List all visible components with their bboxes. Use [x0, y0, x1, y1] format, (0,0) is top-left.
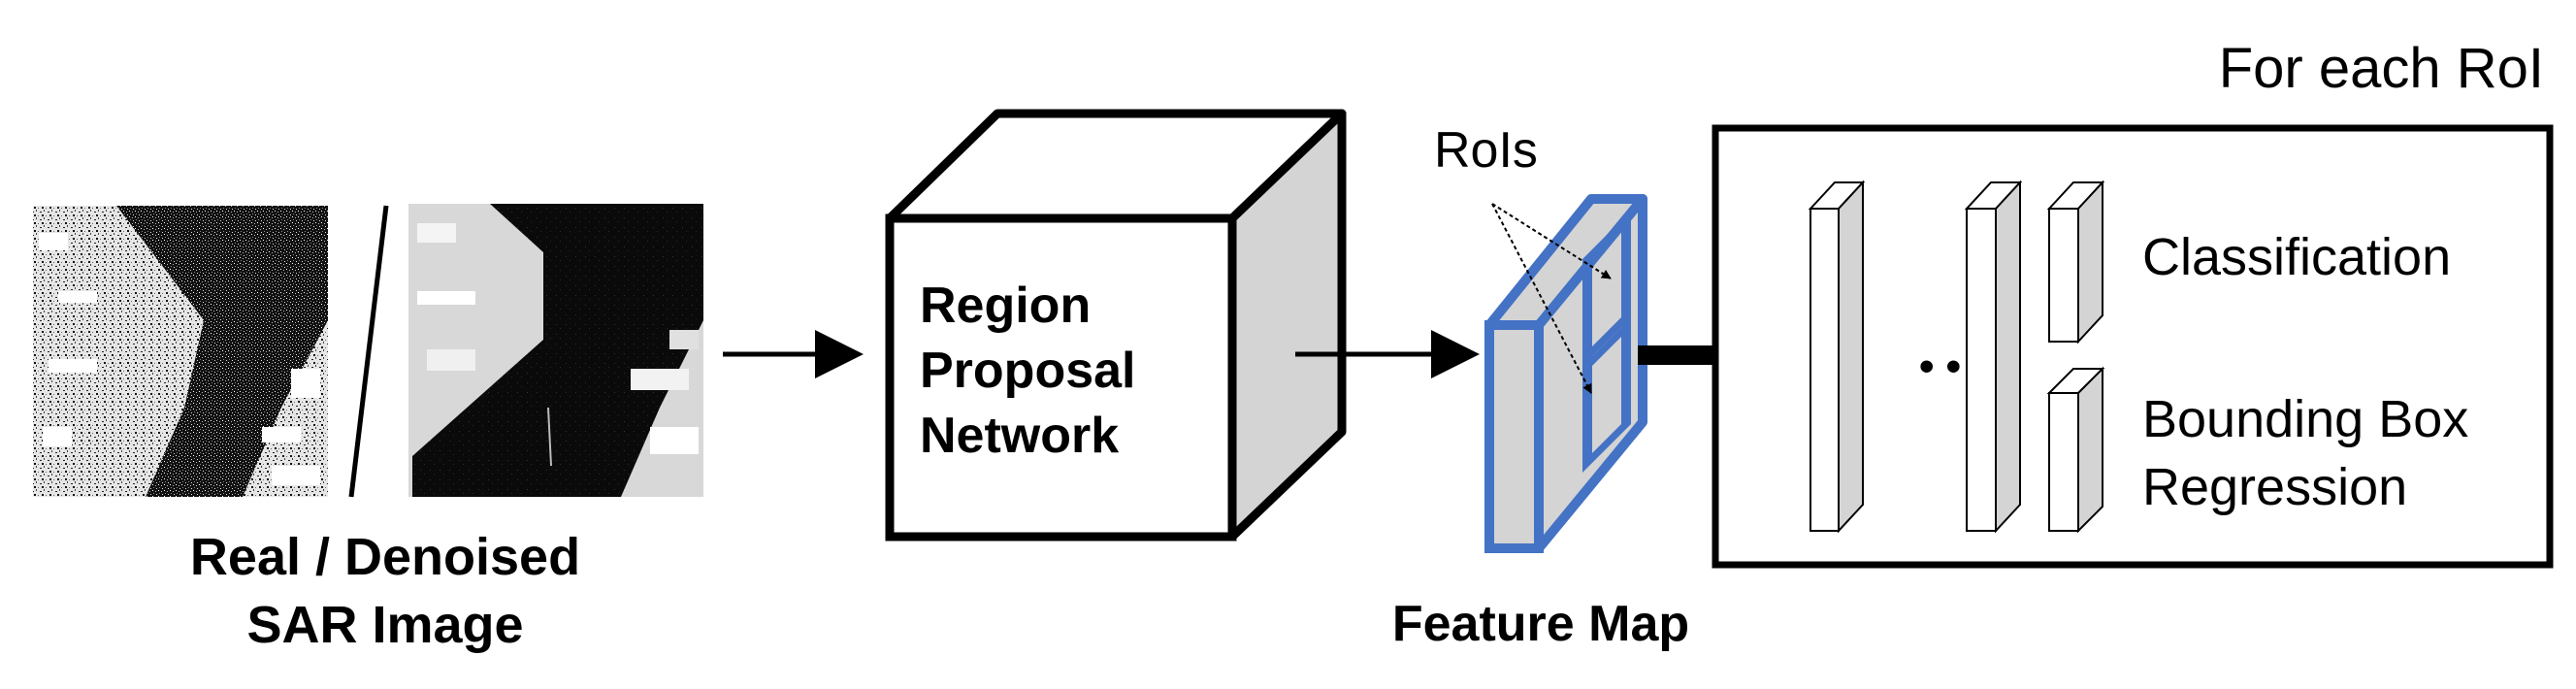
output-classification: Classification [2142, 228, 2451, 286]
rpn-label-line3: Network [920, 408, 1119, 464]
rois-pointer-lower [1491, 203, 1592, 394]
sar-image-denoised [408, 204, 703, 497]
bbox-regressor-layer [2046, 366, 2105, 534]
rois-label: RoIs [1434, 122, 1538, 179]
feature-map [1484, 194, 1647, 553]
fc-layer-2 [1964, 180, 2023, 534]
roi-box-lower [1582, 308, 1631, 474]
feature-map-caption: Feature Map [1392, 596, 1689, 652]
rpn-cube [885, 109, 1347, 541]
slash-divider [348, 205, 389, 498]
roi-box-upper [1582, 211, 1631, 377]
fc-layer-1 [1808, 180, 1866, 534]
output-bbox-line1: Bounding Box [2142, 390, 2468, 448]
output-bbox-line2: Regression [2142, 458, 2407, 516]
rois-pointer-upper [1491, 203, 1612, 279]
sar-caption-line1: Real / Denoised [190, 528, 580, 586]
head-title: For each RoI [2219, 37, 2544, 100]
sar-image-real [33, 206, 328, 497]
rpn-label-line2: Proposal [920, 343, 1136, 399]
classifier-layer [2046, 180, 2105, 344]
sar-caption-line2: SAR Image [246, 596, 523, 654]
rpn-label-line1: Region [920, 278, 1091, 334]
